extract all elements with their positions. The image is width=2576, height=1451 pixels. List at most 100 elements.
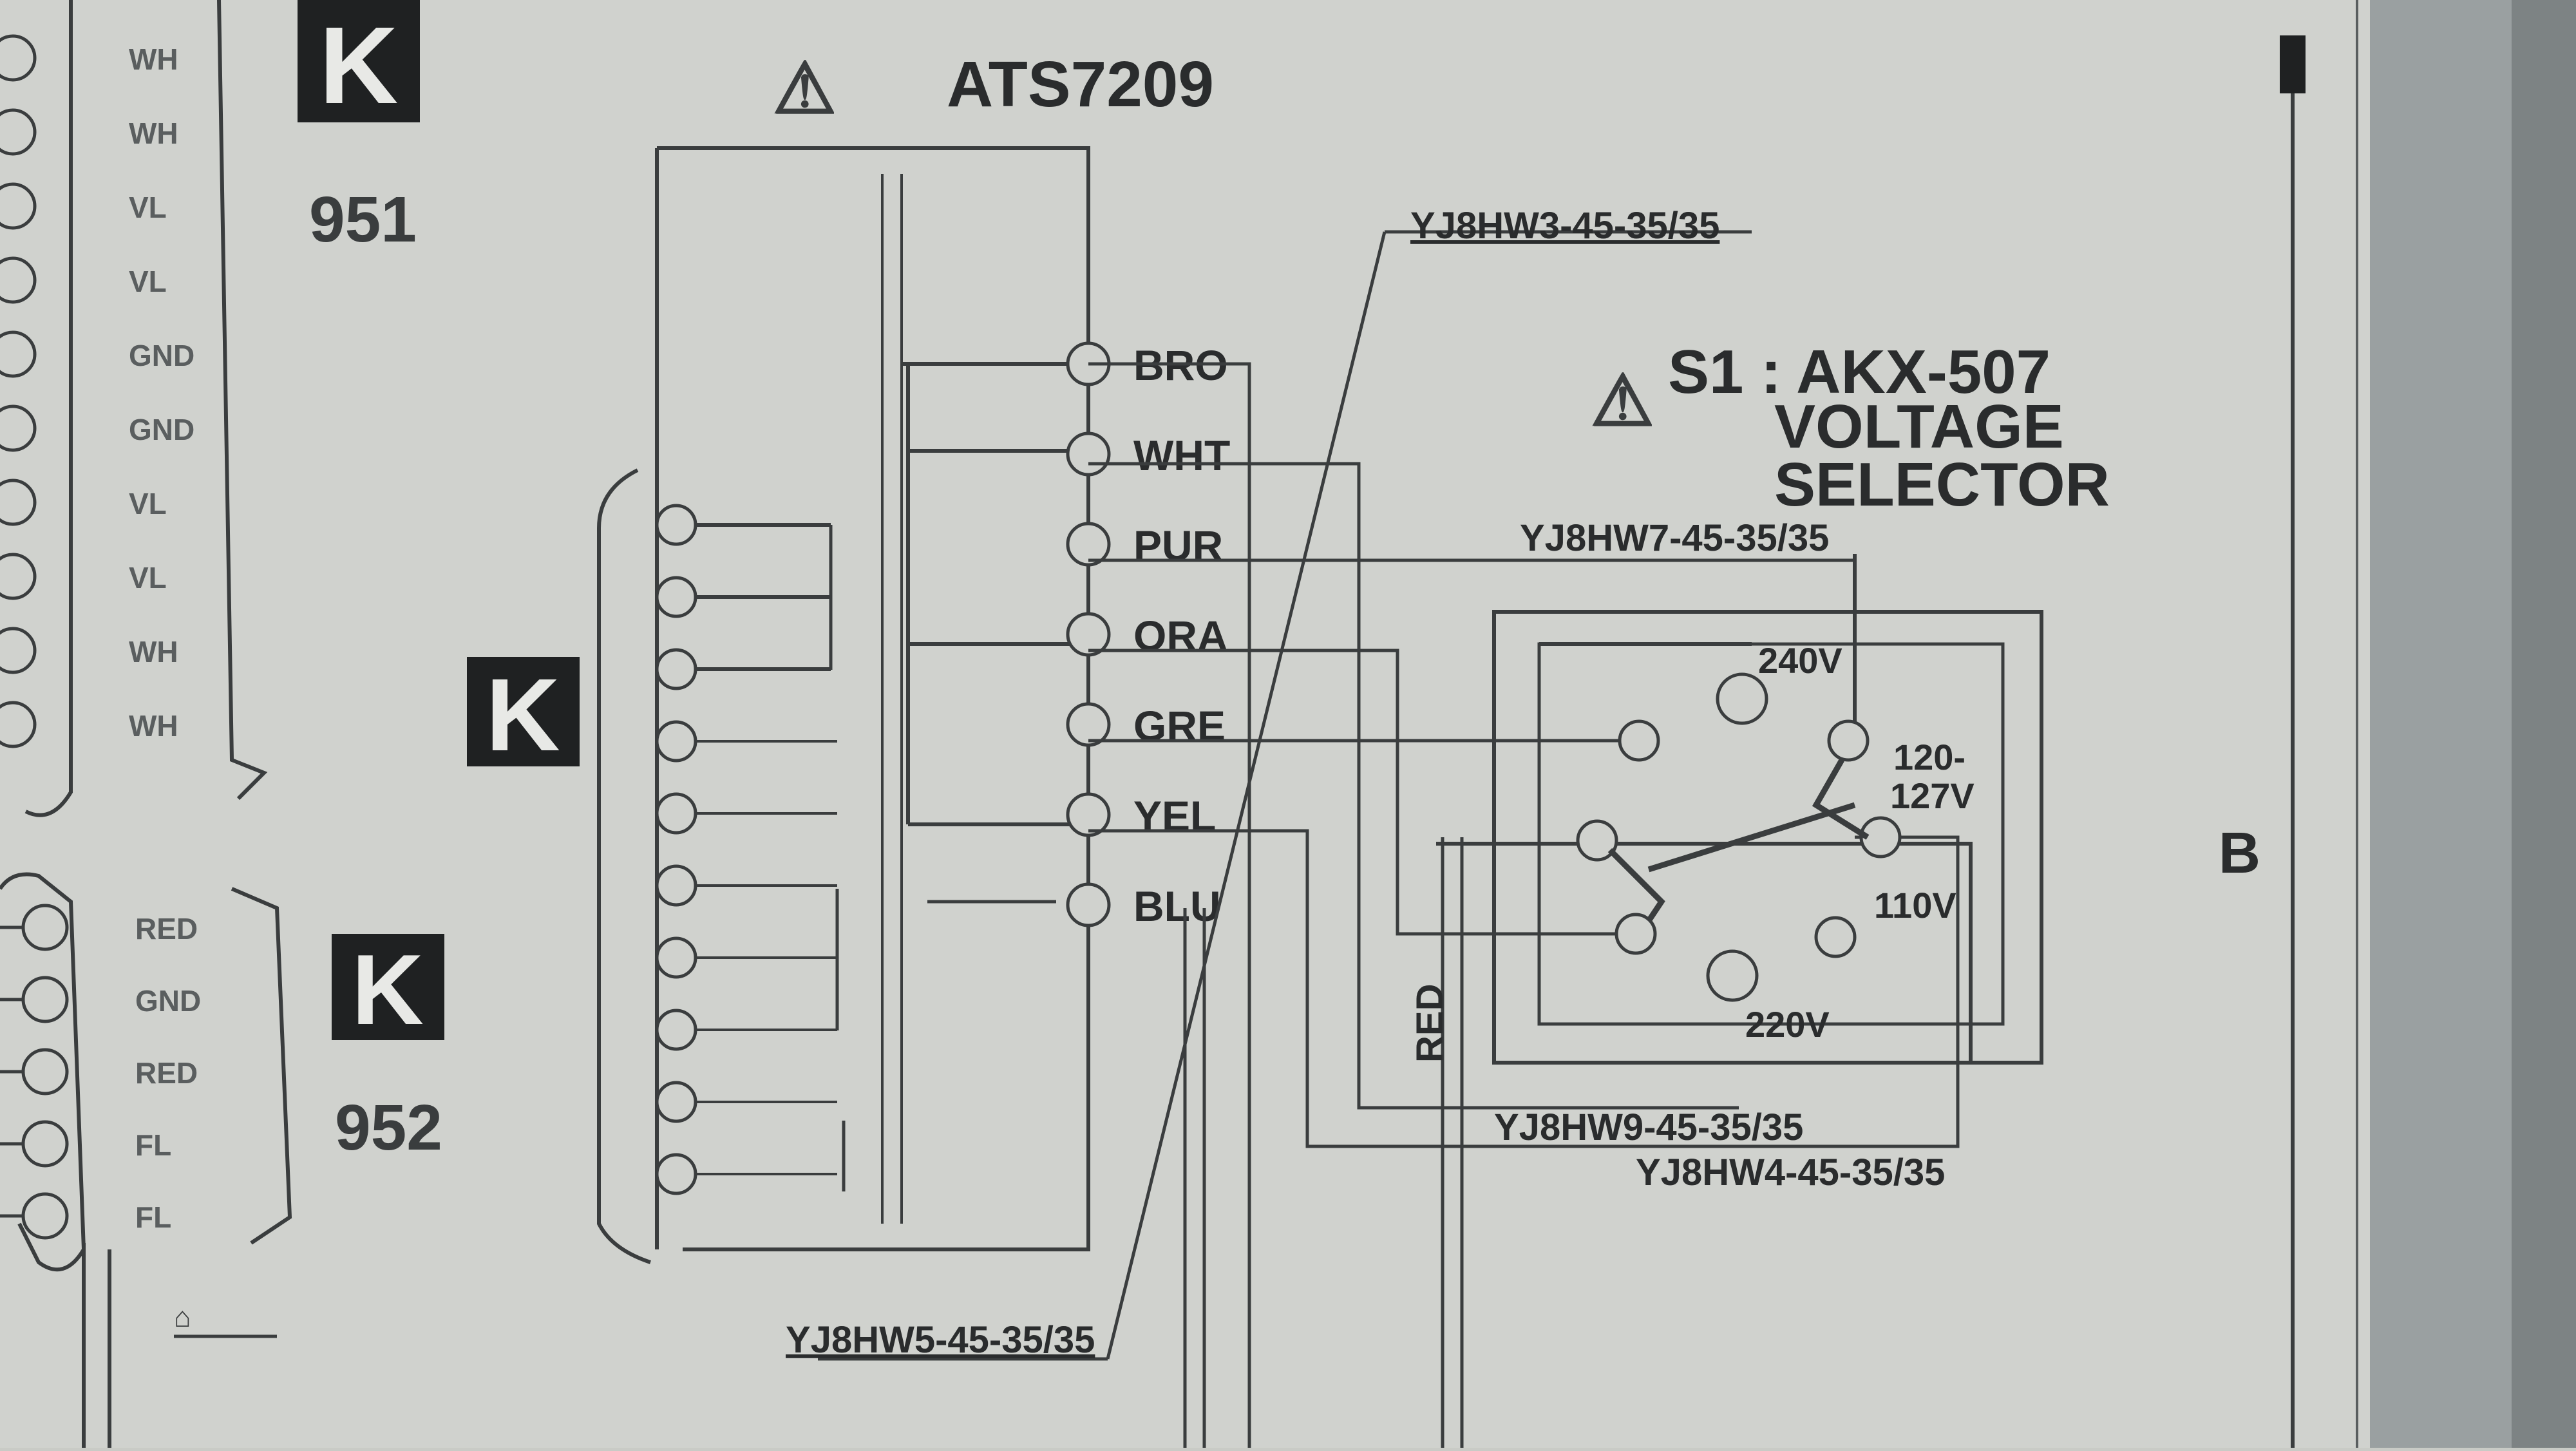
transformer-pin bbox=[655, 1081, 697, 1123]
red-wire-label: RED bbox=[1409, 984, 1451, 1063]
pin-label: GND bbox=[135, 984, 201, 1018]
left-pins-bottom: RED GND RED FL FL bbox=[0, 904, 201, 1240]
pin-label: FL bbox=[135, 1128, 171, 1162]
pin-label: VL bbox=[129, 265, 167, 298]
pin-circle bbox=[21, 1048, 69, 1095]
wire-ref-bottom2: YJ8HW4-45-35/35 bbox=[1636, 1152, 1945, 1193]
transformer-label: ATS7209 bbox=[947, 48, 1214, 120]
monitor-bezel-edge bbox=[2512, 0, 2576, 1448]
pin-circle bbox=[0, 34, 37, 82]
transformer-pin bbox=[655, 648, 697, 690]
pin-circle bbox=[21, 904, 69, 951]
connector-k951: K 951 bbox=[298, 0, 420, 256]
selector-title-line2: VOLTAGE bbox=[1774, 392, 2064, 461]
pin-label: RED bbox=[135, 912, 198, 945]
pin-circle bbox=[0, 404, 37, 452]
pin-label: VL bbox=[129, 191, 167, 224]
wire-color-label: YEL bbox=[1133, 792, 1216, 840]
transformer-pin bbox=[655, 864, 697, 907]
pin-circle bbox=[0, 479, 37, 526]
pin-label: WH bbox=[129, 635, 178, 669]
scroll-marker[interactable] bbox=[2280, 35, 2306, 93]
transformer-pin bbox=[655, 936, 697, 979]
contact-terminal bbox=[1859, 816, 1902, 858]
k-letter: K bbox=[352, 934, 424, 1045]
transformer-warning-icon: ⚠ bbox=[773, 49, 837, 128]
contact-terminal bbox=[1615, 913, 1657, 955]
k-badge bbox=[298, 0, 420, 122]
transformer-pin bbox=[655, 1153, 697, 1195]
pin-circle bbox=[0, 627, 37, 674]
contact-220v bbox=[1706, 949, 1759, 1002]
voltage-120: 120- bbox=[1893, 737, 1965, 777]
transformer-block bbox=[597, 146, 1090, 1264]
pin-label: RED bbox=[135, 1056, 198, 1090]
pin-circle bbox=[0, 701, 37, 748]
pin-circle bbox=[0, 330, 37, 378]
wire-terminal bbox=[1066, 882, 1111, 927]
pin-circle bbox=[0, 182, 37, 230]
selector-title-line3: SELECTOR bbox=[1774, 450, 2110, 519]
connector-k-mid: K bbox=[467, 657, 580, 772]
pin-label: WH bbox=[129, 43, 178, 76]
transformer-pin bbox=[655, 792, 697, 835]
selector-warning-icon: ⚠ bbox=[1591, 361, 1654, 441]
pin-circle bbox=[21, 1192, 69, 1240]
wire-color-label: PUR bbox=[1133, 522, 1223, 569]
pin-circle bbox=[0, 108, 37, 156]
wire-ref-bottom1: YJ8HW9-45-35/35 bbox=[1494, 1106, 1803, 1148]
contact-terminal bbox=[1576, 819, 1618, 862]
contact-terminal bbox=[1814, 916, 1857, 958]
connector-k952: K 952 bbox=[332, 934, 444, 1164]
footnote-symbol: ⌂ bbox=[174, 1302, 191, 1333]
wiring-harness bbox=[818, 230, 1960, 1448]
wire-terminal bbox=[1066, 702, 1111, 747]
pin-label: VL bbox=[129, 487, 167, 520]
voltage-240v: 240V bbox=[1758, 640, 1842, 681]
k-letter: K bbox=[486, 657, 560, 772]
wire-terminal bbox=[1066, 612, 1111, 657]
pin-circle bbox=[21, 1120, 69, 1168]
wire-terminal bbox=[1066, 792, 1111, 837]
pin-circle bbox=[21, 976, 69, 1023]
wire-color-label: GRE bbox=[1133, 702, 1226, 750]
pin-label: GND bbox=[129, 339, 194, 372]
transformer-pin bbox=[655, 576, 697, 618]
contact-terminal bbox=[1618, 719, 1660, 762]
wire-color-label: WHT bbox=[1133, 432, 1230, 479]
transformer-pin bbox=[655, 1009, 697, 1051]
k-letter: K bbox=[319, 5, 399, 127]
pin-label: GND bbox=[129, 413, 194, 446]
wire-terminal bbox=[1066, 432, 1111, 477]
pin-label: WH bbox=[129, 117, 178, 150]
wire-color-label: ORA bbox=[1133, 612, 1228, 659]
pin-circle bbox=[0, 553, 37, 600]
wire-ref-top: YJ8HW3-45-35/35 bbox=[1410, 205, 1719, 247]
voltage-220v: 220V bbox=[1745, 1004, 1830, 1045]
voltage-110v: 110V bbox=[1874, 885, 1956, 925]
contact-terminal bbox=[1827, 719, 1870, 762]
pin-label: VL bbox=[129, 561, 167, 594]
k-badge bbox=[467, 657, 580, 766]
transformer-pin bbox=[655, 720, 697, 763]
pin-label: WH bbox=[129, 709, 178, 743]
transformer-pin bbox=[655, 504, 697, 546]
selector-switch-links bbox=[1607, 758, 1870, 923]
transformer-left-pins bbox=[655, 504, 846, 1195]
connector-number: 952 bbox=[335, 1092, 442, 1164]
left-pin-column bbox=[0, 0, 292, 1448]
wire-ref-bottom-left: YJ8HW5-45-35/35 bbox=[786, 1319, 1095, 1361]
contact-240v bbox=[1716, 672, 1768, 725]
k-badge bbox=[332, 934, 444, 1040]
selector-part-label: S1 : AKX-507 bbox=[1668, 337, 2050, 406]
selector-contacts bbox=[1576, 672, 1902, 1002]
pin-circle bbox=[0, 256, 37, 304]
pin-label: FL bbox=[135, 1200, 171, 1234]
zone-letter: B bbox=[2219, 821, 2260, 886]
voltage-127v: 127V bbox=[1890, 775, 1975, 816]
wire-terminal bbox=[1066, 522, 1111, 567]
wire-ref-selector-top: YJ8HW7-45-35/35 bbox=[1520, 517, 1829, 559]
